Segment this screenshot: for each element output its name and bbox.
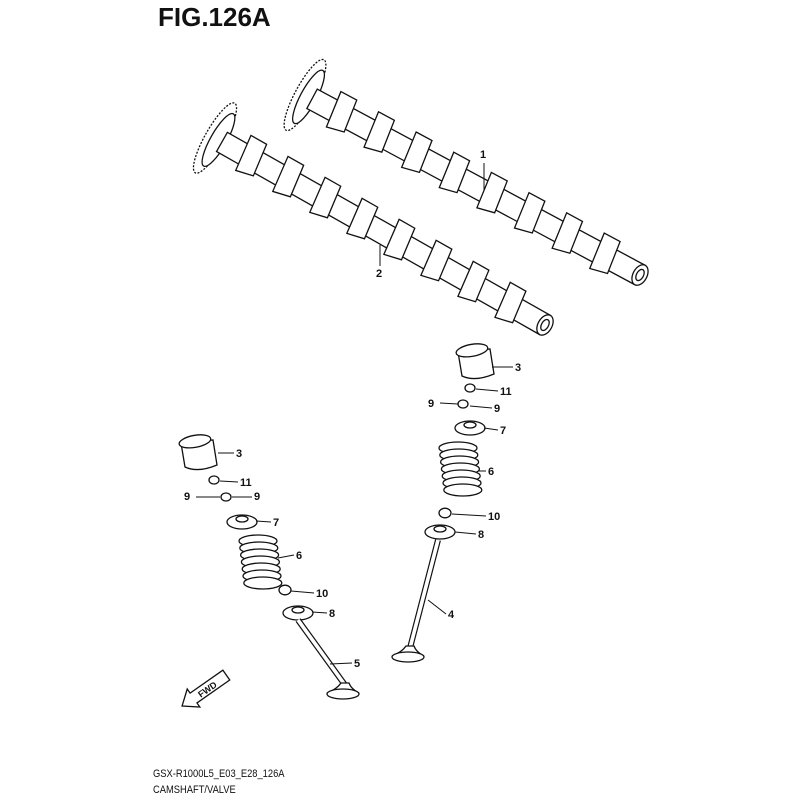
callout-label: 9 [254,491,260,503]
cam-lobe [588,232,621,275]
tappet-shim [208,475,220,485]
model-code: GSX-R1000L5_E03_E28_126A [153,768,285,780]
section-name: CAMSHAFT/VALVE [153,784,236,796]
cam-lobe [476,171,509,214]
cam-lobe [457,260,490,303]
callout-label: 9 [494,403,500,415]
callout-label: 6 [488,466,494,478]
cam-lobe [551,211,584,255]
cam-lobe [363,110,396,153]
valve-tappet [455,343,495,380]
callout-label: 7 [273,517,279,529]
callout-label: 8 [478,529,484,541]
callout-label: 7 [500,425,506,437]
cam-lobe [234,134,268,177]
callout-label: 4 [448,609,455,621]
leader-line [451,513,487,517]
leader-line [469,405,493,409]
leader-line [277,554,295,559]
callout-label: 2 [376,268,382,280]
tappet-shim [464,383,476,393]
leader-line [427,599,447,615]
cam-lobe [271,155,305,198]
valve-spring [438,441,483,497]
cam-lobe [513,191,546,234]
callout-label: 5 [354,658,360,670]
callout-label: 3 [236,448,242,460]
callout-label: 1 [480,149,486,161]
cam-lobe [345,197,379,240]
valve-tappet [178,434,218,471]
valve-spring-retainer [424,524,456,540]
cam-lobe [382,218,416,261]
valve-spring [238,534,283,590]
cam-lobe [308,176,342,219]
exhaust-camshaft [283,58,649,286]
cam-lobe [400,131,433,174]
fwd-arrow-icon: FWD [181,669,231,708]
valve-cotter [457,399,469,409]
intake-camshaft [192,102,554,336]
leader-line [483,427,499,431]
leader-line [439,402,459,405]
cam-lobe [494,281,527,324]
callout-label: 9 [184,491,190,503]
callout-label: 10 [488,511,500,523]
valve-stem-seal [438,507,452,519]
intake-valve [295,618,360,700]
valve-spring-retainer [454,420,486,436]
valve-stem-seal [278,584,292,596]
valve-cotter [220,492,232,502]
callout-label: 9 [428,398,434,410]
leader-line [290,590,315,594]
cam-lobe [325,90,358,133]
exhaust-valve [391,539,441,663]
callout-label: 3 [515,362,521,374]
figure-title: FIG.126A [158,2,271,32]
callout-label: 6 [296,550,302,562]
callout-label: 11 [240,477,252,489]
callout-label: 8 [329,608,335,620]
leader-line [475,388,499,392]
cam-lobe [438,151,471,194]
leader-line [311,611,328,614]
callout-label: 11 [500,386,512,398]
valve-spring-retainer [226,514,258,530]
cam-lobe [420,239,453,282]
callout-label: 10 [316,588,328,600]
leader-line [255,520,272,523]
leader-line [454,531,477,535]
leader-line [219,480,239,483]
leader-line [329,662,353,665]
valve-spring-retainer [282,605,314,621]
